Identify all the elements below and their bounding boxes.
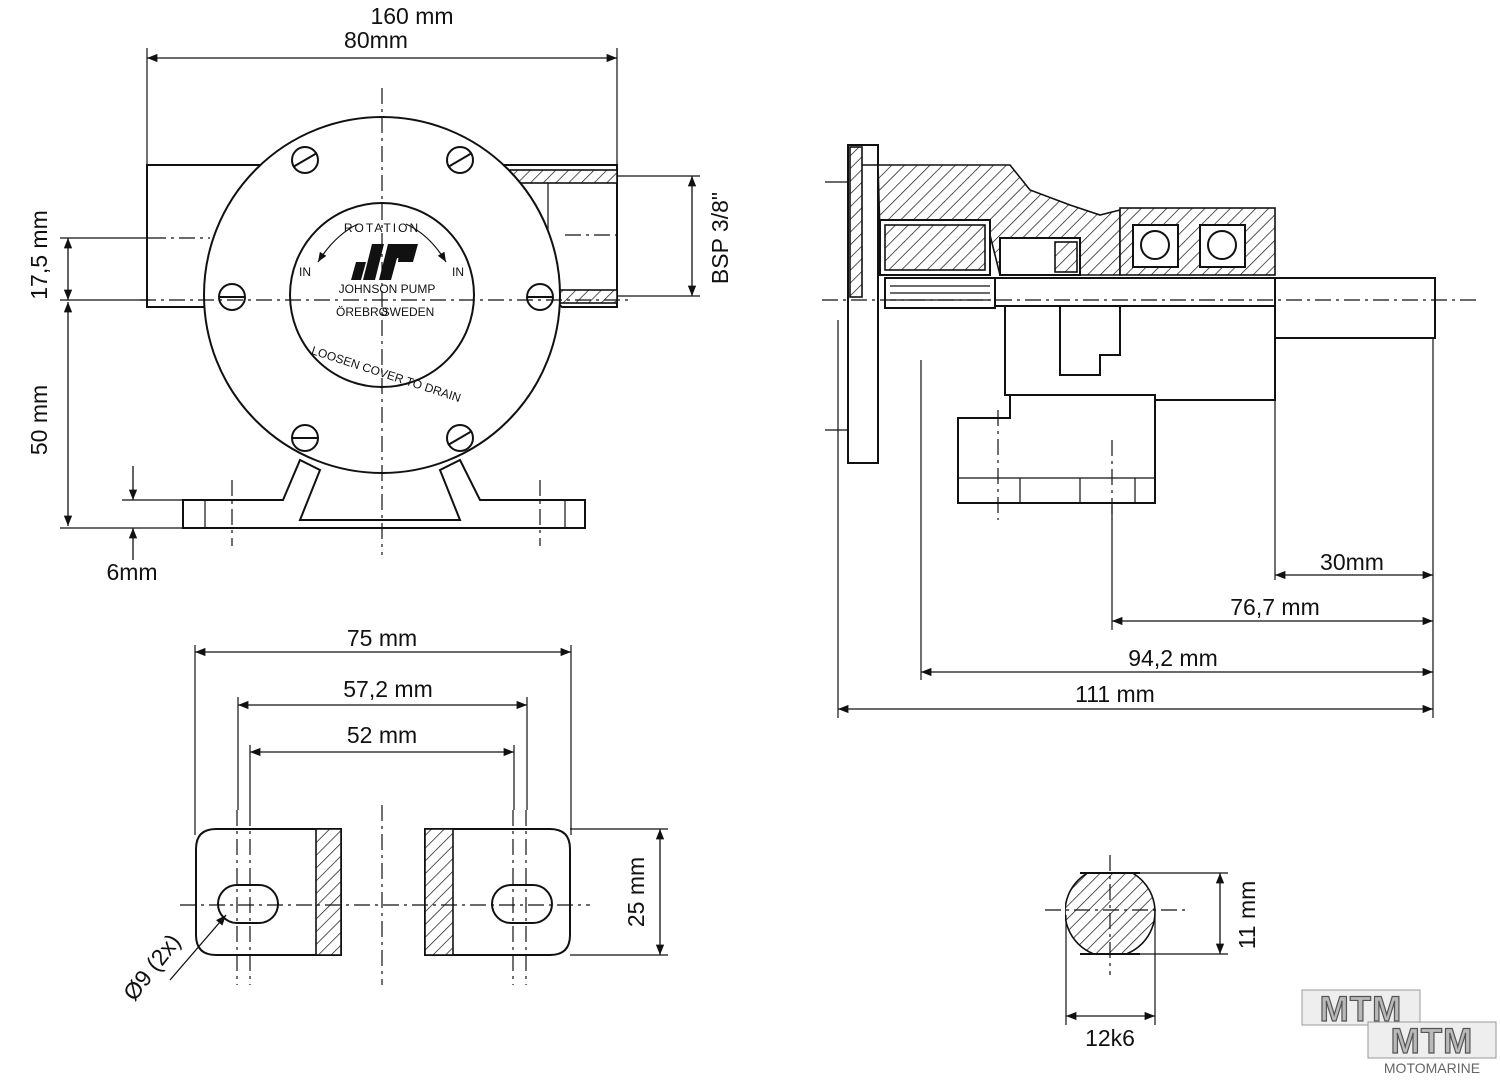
front-view: ROTATION IN IN JOHNSON PUMP ÖREBRO SWEDE… (26, 3, 733, 585)
country-label: SWEDEN (382, 305, 435, 319)
screw-icon (291, 146, 319, 174)
lower-body (1004, 306, 1276, 401)
screw-icon (446, 146, 474, 174)
rotation-label: ROTATION (344, 221, 420, 235)
mtm-watermark-logo: MTM MTM MOTOMARINE (1301, 989, 1497, 1076)
dim-50: 50 mm (26, 385, 52, 455)
dim-25: 25 mm (623, 857, 649, 927)
dim-94-2: 94,2 mm (1128, 645, 1217, 671)
side-section-view: 30mm 76,7 mm 94,2 mm 111 mm (822, 144, 1478, 718)
watermark-sub: MOTOMARINE (1384, 1060, 1480, 1076)
screw-icon (446, 424, 474, 452)
dim-17-5: 17,5 mm (26, 210, 52, 299)
in-label-right: IN (452, 265, 464, 279)
dim-30: 30mm (1320, 549, 1384, 575)
dim-hole: Ø9 (2x) (118, 929, 186, 1005)
dim-52: 52 mm (347, 722, 417, 748)
dim-76-7: 76,7 mm (1230, 594, 1319, 620)
screw-icon (291, 424, 319, 452)
cover-plate (847, 144, 879, 464)
mount-hole-left (217, 884, 279, 924)
dim-80: 80mm (344, 27, 408, 53)
watermark-top: MTM (1320, 990, 1403, 1029)
foot-right-pad (424, 828, 571, 956)
front-foot (182, 458, 586, 529)
dim-75: 75 mm (347, 625, 417, 651)
dim-bsp: BSP 3/8" (707, 192, 733, 284)
foot-left-pad (195, 828, 342, 956)
foot-bottom-view: 75 mm 57,2 mm 52 mm 25 mm Ø9 (2x) (118, 625, 668, 1005)
dim-111: 111 mm (1075, 681, 1155, 707)
mount-hole-right (491, 884, 553, 924)
cover-screws (218, 146, 554, 452)
watermark-bottom: MTM (1391, 1022, 1474, 1061)
dim-12k6: 12k6 (1085, 1025, 1135, 1051)
shaft-cross-section: 11 mm 12k6 (1045, 855, 1260, 1051)
dim-11: 11 mm (1234, 881, 1260, 950)
in-label-left: IN (299, 265, 311, 279)
dim-57-2: 57,2 mm (343, 676, 432, 702)
impeller (884, 277, 996, 309)
brand-label: JOHNSON PUMP (339, 282, 436, 296)
city-label: ÖREBRO (336, 305, 388, 319)
dim-6: 6mm (106, 559, 157, 585)
screw-icon (526, 283, 554, 311)
dim-160: 160 mm (370, 3, 453, 29)
screw-icon (218, 283, 246, 311)
johnson-logo-icon (351, 244, 418, 280)
side-foot (957, 394, 1156, 504)
shaft-end (1274, 277, 1436, 339)
